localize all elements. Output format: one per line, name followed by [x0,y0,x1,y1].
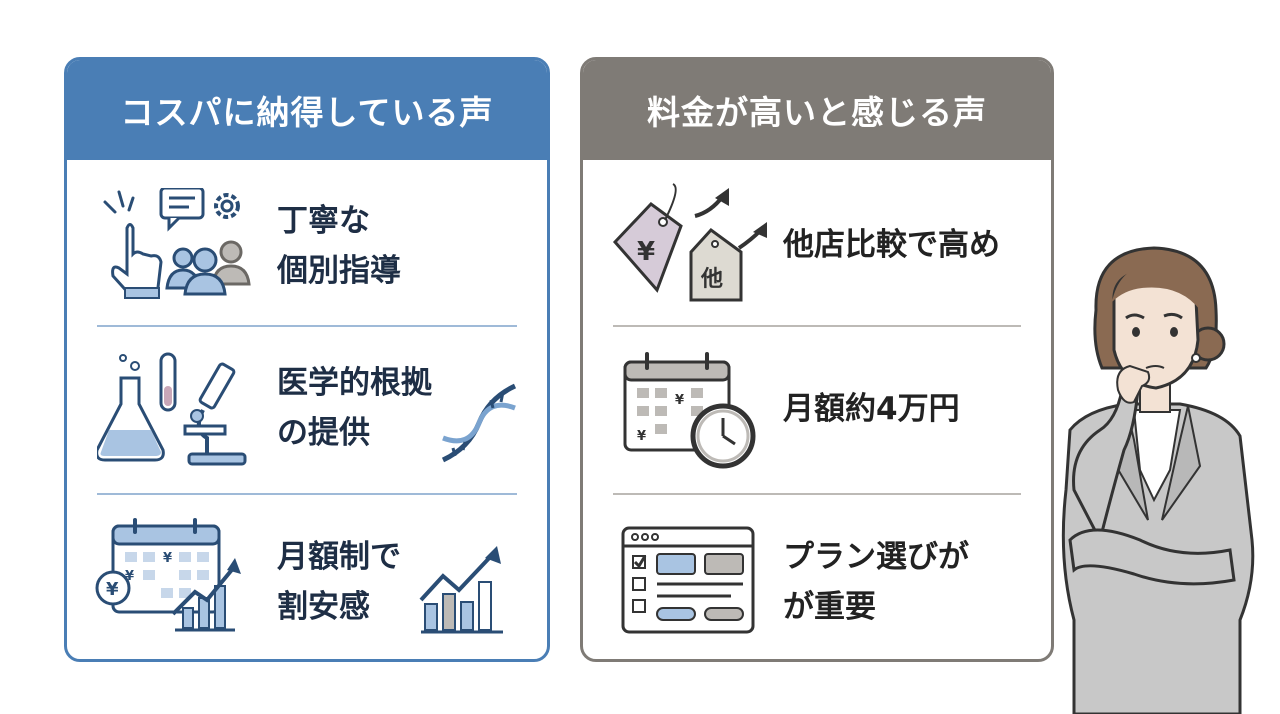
plan-selection-window-icon [621,526,755,634]
flask-microscope-icon [97,352,247,466]
item-text: 月額制で 割安感 [277,539,401,625]
divider [613,493,1021,495]
svg-text:¥: ¥ [637,429,646,444]
satisfied-voices-panel: コスパに納得している声 丁寧な 個別指導 [64,57,550,662]
expensive-voices-panel: 料金が高いと感じる声 ¥ 他 他店比較で高め [580,57,1054,662]
divider [97,493,517,495]
panel-title: 料金が高いと感じる声 [583,60,1051,160]
list-item: ¥ ¥ ¥ 月額制で 割安感 [67,496,547,659]
calendar-clock-yen-icon: ¥ ¥ [623,352,756,469]
pointer-chat-gear-people-icon [103,188,251,299]
item-text: 丁寧な 個別指導 [277,203,401,289]
dna-icon [441,383,517,463]
list-item: ¥ ¥ 月額約4万円 [583,328,1051,496]
svg-text:¥: ¥ [163,551,172,566]
list-item: 医学的根拠 の提供 [67,328,547,496]
svg-text:¥: ¥ [637,237,655,267]
item-text: 月額約4万円 [783,391,960,427]
divider [97,325,517,327]
divider [613,325,1021,327]
item-text: プラン選びが が重要 [783,539,969,625]
item-text: 他店比較で高め [783,227,1000,263]
growth-bar-chart-icon [419,546,503,634]
svg-text:¥: ¥ [106,579,119,600]
price-tags-comparison-icon: ¥ 他 [612,183,767,302]
list-item: ¥ 他 他店比較で高め [583,160,1051,328]
svg-text:¥: ¥ [675,393,684,408]
list-item: 丁寧な 個別指導 [67,160,547,328]
list-item: プラン選びが が重要 [583,496,1051,659]
thinking-woman-figure [1061,246,1255,714]
panel-title: コスパに納得している声 [67,60,547,160]
svg-text:¥: ¥ [125,569,134,584]
svg-text:他: 他 [700,267,723,292]
item-text: 医学的根拠 の提供 [277,365,432,451]
calendar-yen-growth-icon: ¥ ¥ ¥ [95,518,241,632]
